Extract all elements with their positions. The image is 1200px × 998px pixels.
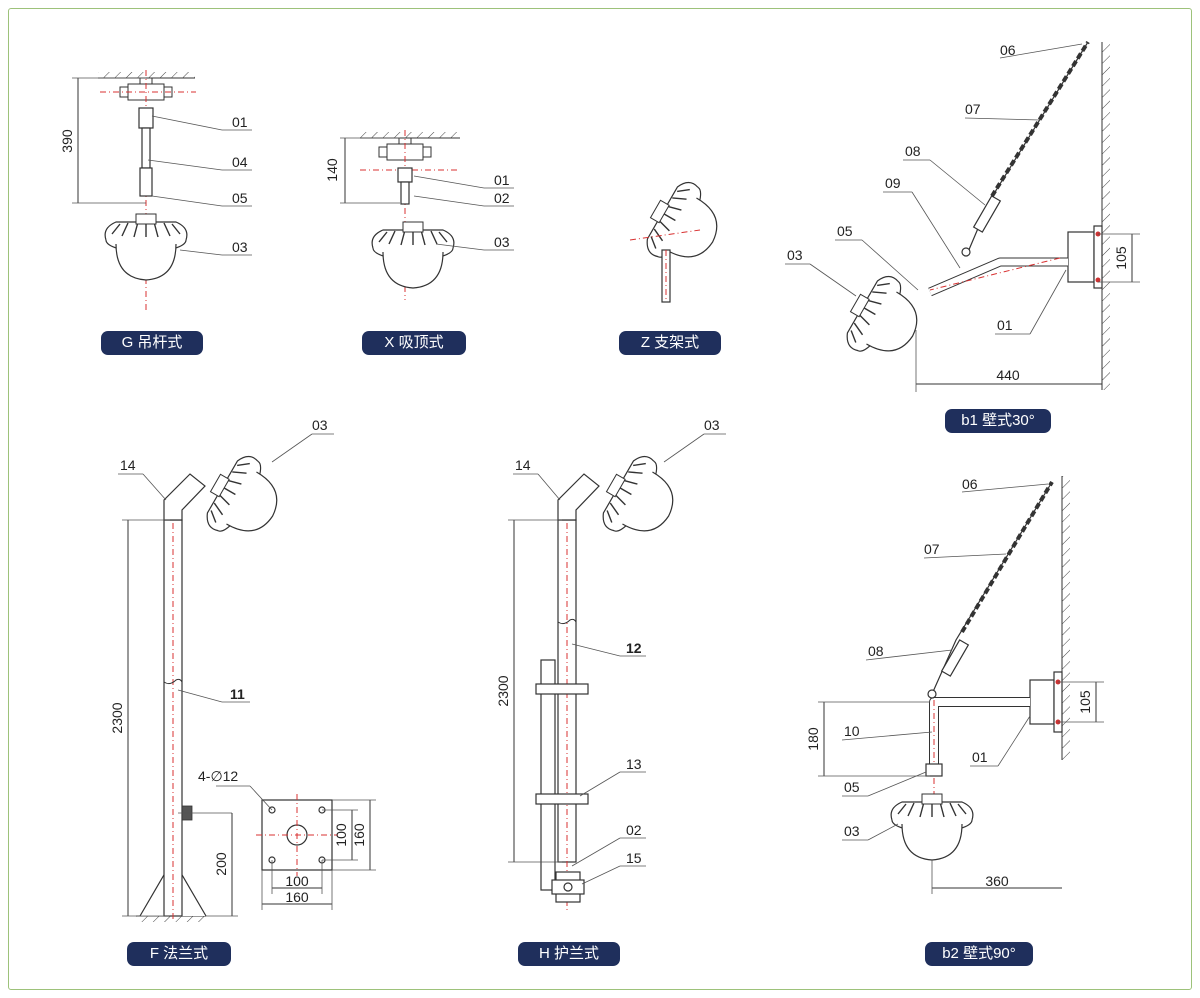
- x-part-01: 01: [494, 172, 510, 188]
- g-part-01: 01: [232, 114, 248, 130]
- h-part-15: 15: [626, 850, 642, 866]
- b1-part-07: 07: [965, 101, 981, 117]
- b2-part-05: 05: [844, 779, 860, 795]
- caption-h: H 护兰式: [518, 942, 620, 966]
- caption-g: G 吊杆式: [101, 331, 203, 355]
- f-part-14: 14: [120, 457, 136, 473]
- b2-part-06: 06: [962, 476, 978, 492]
- f-dim-inner-w: 100: [285, 873, 309, 889]
- f-dim-outer-w: 160: [285, 889, 309, 905]
- b1-dim-width: 440: [996, 367, 1020, 383]
- b1-part-06: 06: [1000, 42, 1016, 58]
- caption-z: Z 支架式: [619, 331, 721, 355]
- f-part-11: 11: [230, 686, 245, 702]
- b1-part-03: 03: [787, 247, 803, 263]
- f-dim-height: 2300: [109, 702, 125, 733]
- diagram-frame: [8, 8, 1192, 990]
- caption-b1: b1 壁式30°: [945, 409, 1051, 433]
- b2-part-03: 03: [844, 823, 860, 839]
- caption-f: F 法兰式: [127, 942, 231, 966]
- h-dim-height: 2300: [495, 675, 511, 706]
- b2-part-07: 07: [924, 541, 940, 557]
- figure-x-ceiling: 140 01 02 03: [324, 130, 514, 300]
- x-part-03: 03: [494, 234, 510, 250]
- f-hole-spec: 4-∅12: [198, 768, 238, 784]
- b1-part-09: 09: [885, 175, 901, 191]
- f-dim-outer: 160: [351, 823, 367, 847]
- figure-g-pendant: 390 01 04 05 03: [59, 70, 252, 310]
- b1-part-01: 01: [997, 317, 1013, 333]
- h-part-14: 14: [515, 457, 531, 473]
- f-part-03: 03: [312, 417, 328, 433]
- f-dim-base: 200: [213, 852, 229, 876]
- h-part-12: 12: [626, 640, 642, 656]
- g-part-03: 03: [232, 239, 248, 255]
- b2-dim-width: 360: [985, 873, 1009, 889]
- f-dim-inner: 100: [333, 823, 349, 847]
- caption-b2: b2 壁式90°: [925, 942, 1033, 966]
- b2-dim-drop: 180: [805, 727, 821, 751]
- b2-part-08: 08: [868, 643, 884, 659]
- h-part-03: 03: [704, 417, 720, 433]
- g-dim-height: 390: [59, 129, 75, 153]
- h-part-02: 02: [626, 822, 642, 838]
- x-dim-height: 140: [324, 158, 340, 182]
- figure-f-flange: 2300 200 4-∅12 100 160 100 160 14 03 11: [109, 417, 376, 922]
- figure-b2-wall-90: 360 180 105 06 07 08 10 01 05 03: [805, 476, 1104, 894]
- figure-h-guardrail: 2300 14 03 12 13 02 15: [495, 417, 726, 910]
- b1-dim-flange: 105: [1113, 246, 1129, 270]
- b2-part-10: 10: [844, 723, 860, 739]
- g-part-05: 05: [232, 190, 248, 206]
- caption-x: X 吸顶式: [362, 331, 466, 355]
- g-part-04: 04: [232, 154, 248, 170]
- h-part-13: 13: [626, 756, 642, 772]
- figure-z-bracket: [629, 172, 734, 303]
- x-part-02: 02: [494, 190, 510, 206]
- b1-part-08: 08: [905, 143, 921, 159]
- figure-b1-wall-30: 440 105 06 07 08 09 05 03 01: [785, 40, 1140, 392]
- b2-part-01: 01: [972, 749, 988, 765]
- b2-dim-flange: 105: [1077, 690, 1093, 714]
- b1-part-05: 05: [837, 223, 853, 239]
